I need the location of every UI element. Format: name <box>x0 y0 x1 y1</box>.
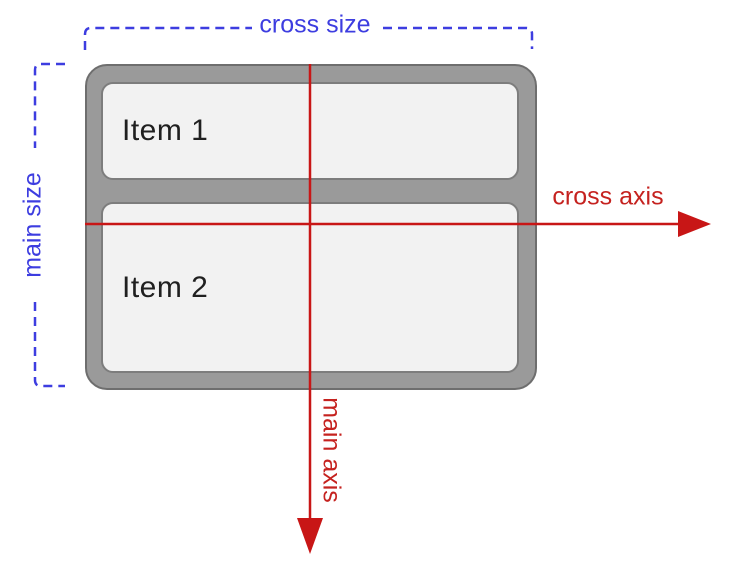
flex-container: Item 1 Item 2 <box>85 64 537 390</box>
cross-size-bracket-left <box>83 26 252 50</box>
main-size-label: main size <box>18 172 47 278</box>
main-size-bracket-top <box>33 62 65 148</box>
main-axis-arrowhead-icon <box>297 518 323 554</box>
flex-item-2-label: Item 2 <box>122 270 209 304</box>
cross-size-label: cross size <box>259 10 371 39</box>
cross-axis-arrowhead-icon <box>678 211 711 237</box>
cross-axis-label: cross axis <box>552 182 664 211</box>
flex-item-1: Item 1 <box>101 82 519 180</box>
flex-item-1-label: Item 1 <box>122 114 209 147</box>
cross-size-bracket-right <box>383 26 534 49</box>
main-size-bracket-bottom <box>33 302 65 388</box>
main-axis-label: main axis <box>317 397 346 503</box>
flex-item-2: Item 2 <box>101 202 519 373</box>
